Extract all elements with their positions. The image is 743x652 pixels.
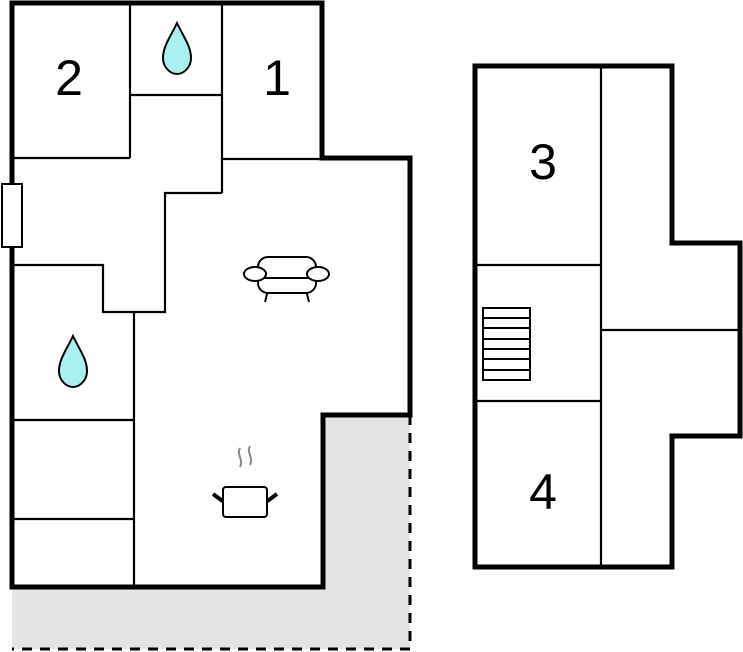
interior-walls (475, 66, 742, 567)
ground-floor: 2 1 (1, 0, 413, 590)
upper-floor: 3 4 (472, 63, 743, 570)
water-drop-icon (57, 333, 89, 389)
room-label-1: 1 (263, 50, 291, 106)
water-drop-icon (161, 20, 193, 76)
interior-walls (12, 3, 322, 587)
sofa-icon (243, 256, 330, 303)
room-label-3: 3 (529, 134, 557, 190)
room-label-2: 2 (55, 50, 83, 106)
terrace (12, 415, 412, 651)
cooking-pot-icon (211, 445, 279, 518)
exterior-wall (472, 63, 743, 570)
room-label-4: 4 (529, 464, 557, 520)
entrance-door (1, 183, 23, 248)
exterior-wall (9, 0, 413, 590)
stairs-icon (482, 307, 531, 381)
